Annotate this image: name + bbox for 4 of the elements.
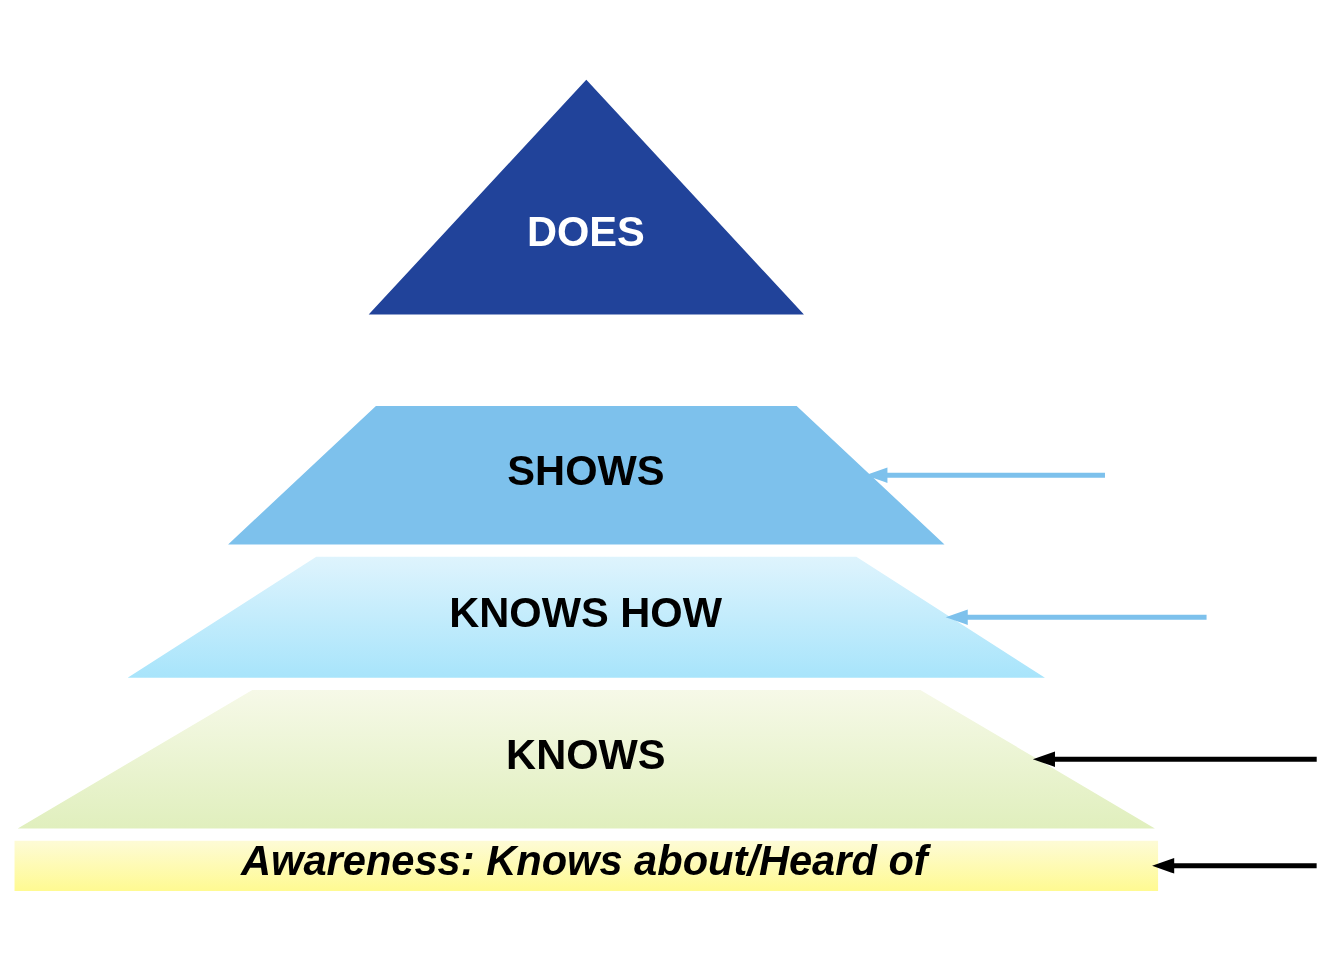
arrow: [1032, 751, 1317, 767]
node-box: Awareness: Knows about/Heard of: [12, 838, 1161, 894]
arrow: [1152, 858, 1317, 874]
arrow: [945, 609, 1207, 625]
